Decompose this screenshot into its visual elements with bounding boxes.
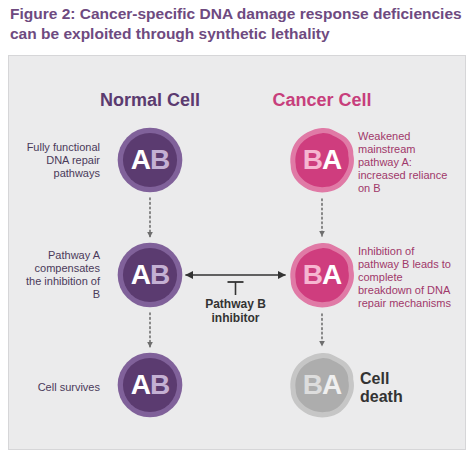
dotted-arrow [322,314,323,346]
step-note: Inhibition of pathway B leads to complet… [358,245,452,310]
normal-cell: AB [117,242,183,308]
pathway-letters: BA [303,145,341,175]
figure-title: Figure 2: Cancer-specific DNA damage res… [10,4,466,44]
outcome-note: Cell survives [16,381,100,394]
normal-cell: AB [117,127,183,193]
dotted-arrow [322,199,323,236]
step-note: Weakened mainstream pathway A: increased… [358,130,452,195]
column-heading: Normal Cell [80,89,220,111]
pathway-letters: BA [303,260,341,290]
cancer-cell: BA [288,126,356,194]
column-heading: Cancer Cell [252,89,392,111]
panel-frame [9,56,466,450]
double-arrow [186,275,285,276]
dead-cell: BA [288,351,356,419]
step-note: Fully functional DNA repair pathways [26,141,100,180]
pathway-letters: AB [131,260,169,290]
inhibitor-tee [228,282,244,295]
step-note: Pathway A compensates the inhibition of … [26,249,100,301]
pathway-letters: BA [303,370,341,400]
dotted-arrow [150,313,151,347]
pathway-letters: AB [131,145,169,175]
outcome-note: Cell death [360,370,420,406]
dotted-arrow [150,198,151,237]
pathway-letters: AB [131,370,169,400]
normal-cell: AB [117,352,183,418]
inhibitor-label: Pathway B inhibitor [196,297,276,325]
cancer-cell: BA [288,241,356,309]
